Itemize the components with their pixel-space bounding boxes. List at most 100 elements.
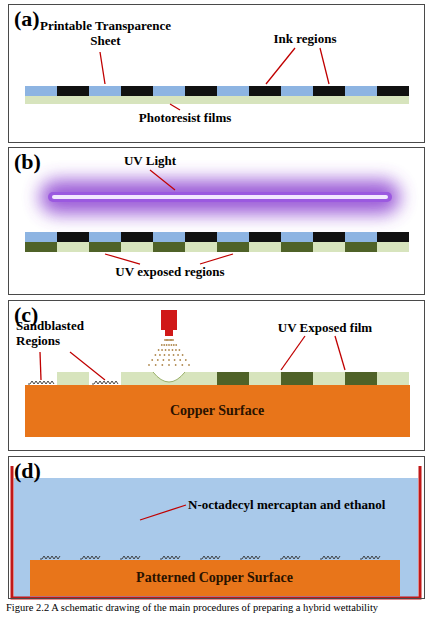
spray-particle: [163, 344, 165, 346]
spray-particle: [158, 349, 160, 351]
spray-particle: [185, 359, 187, 361]
ink-region: [121, 86, 153, 96]
spray-particle: [161, 344, 163, 346]
photoresist-film: [25, 96, 409, 104]
photoresist-film: [121, 242, 153, 252]
spray-particle: [182, 354, 184, 356]
spray-particle: [177, 354, 179, 356]
container: [12, 466, 420, 598]
spray-particle: [172, 349, 174, 351]
copper-block: [30, 560, 400, 596]
ink-region: [121, 232, 153, 242]
spray-particle: [163, 359, 165, 361]
surface-label: Copper Surface: [166, 403, 268, 419]
photoresist-film: [377, 242, 409, 252]
leader-line: [150, 170, 175, 190]
ink-region: [57, 232, 89, 242]
panel-letter: (a): [14, 6, 40, 32]
solution-bath: [14, 478, 418, 597]
photoresist-film: [249, 242, 281, 252]
exposed-film: [281, 372, 313, 385]
transparent-region: [25, 232, 57, 242]
ink-region: [377, 232, 409, 242]
ink-region: [313, 232, 345, 242]
exposed-film: [217, 372, 249, 385]
callout-label: Printable Transparence Sheet: [38, 18, 173, 48]
photoresist-film: [57, 372, 89, 385]
spray-particle: [148, 364, 150, 366]
transparent-region: [25, 86, 57, 96]
transparent-region: [153, 86, 185, 96]
spray-particle: [175, 344, 177, 346]
callout-label: Photoresist films: [100, 110, 270, 125]
leader-line: [100, 52, 105, 84]
leader-line: [266, 48, 295, 84]
leader-line: [70, 352, 105, 380]
panel-letter: (d): [14, 458, 41, 484]
exposed-region: [281, 242, 313, 252]
spray-particle: [188, 364, 190, 366]
spray-particle: [168, 344, 170, 346]
callout-label: UV Exposed film: [245, 320, 405, 335]
photoresist-film: [185, 242, 217, 252]
leader-line: [105, 254, 140, 264]
transparent-region: [89, 232, 121, 242]
spray-particle: [155, 354, 157, 356]
transparent-region: [281, 232, 313, 242]
ink-region: [249, 232, 281, 242]
spray-particle: [179, 349, 181, 351]
uv-lamp: [48, 192, 392, 202]
eroding-edge: [153, 372, 185, 382]
photoresist-film: [313, 372, 345, 385]
ink-region: [313, 86, 345, 96]
spray-particle: [165, 349, 167, 351]
spray-particle: [168, 359, 170, 361]
spray-particle: [171, 344, 173, 346]
exposed-region: [153, 242, 185, 252]
transparent-region: [89, 86, 121, 96]
callout-label: Sandblasted Regions: [16, 318, 108, 348]
copper-surface: Copper Surface: [25, 385, 410, 437]
eroding-film: [153, 372, 185, 385]
spray-particle: [175, 364, 177, 366]
exposed-region: [217, 242, 249, 252]
spray-particle: [181, 364, 183, 366]
spray-particle: [172, 339, 174, 341]
leader-line: [200, 254, 233, 264]
spray-particle: [173, 354, 175, 356]
transparent-region: [345, 86, 377, 96]
surface-label: Patterned Copper Surface: [132, 570, 297, 586]
leader-line: [335, 336, 345, 370]
ink-region: [185, 232, 217, 242]
spray-particle: [157, 359, 159, 361]
spray-particle: [168, 364, 170, 366]
callout-label: Ink regions: [240, 31, 370, 46]
callout-label: UV Light: [95, 153, 205, 168]
transparent-region: [217, 232, 249, 242]
photoresist-film: [185, 372, 217, 385]
photoresist-film: [377, 372, 409, 385]
spray-particle: [159, 354, 161, 356]
uv-lamp-core: [52, 195, 388, 199]
figure-caption: Figure 2.2 A schematic drawing of the ma…: [6, 602, 426, 614]
leader-line: [320, 48, 329, 84]
step-panel: (d) Patterned Copper Surface: [8, 456, 425, 599]
ink-region: [377, 86, 409, 96]
photoresist-film: [121, 372, 153, 385]
spray-particle: [175, 349, 177, 351]
spray-particle: [166, 344, 168, 346]
exposed-region: [345, 242, 377, 252]
spray-particle: [161, 349, 163, 351]
spray-particle: [161, 364, 163, 366]
spray-particle: [179, 359, 181, 361]
leader-line: [281, 336, 305, 370]
spray-particle: [155, 364, 157, 366]
callout-label: UV exposed regions: [70, 264, 270, 279]
transparent-region: [217, 86, 249, 96]
leader-line: [140, 505, 186, 520]
photoresist-film: [249, 372, 281, 385]
exposed-film: [345, 372, 377, 385]
exposed-region: [89, 242, 121, 252]
transparent-region: [345, 232, 377, 242]
